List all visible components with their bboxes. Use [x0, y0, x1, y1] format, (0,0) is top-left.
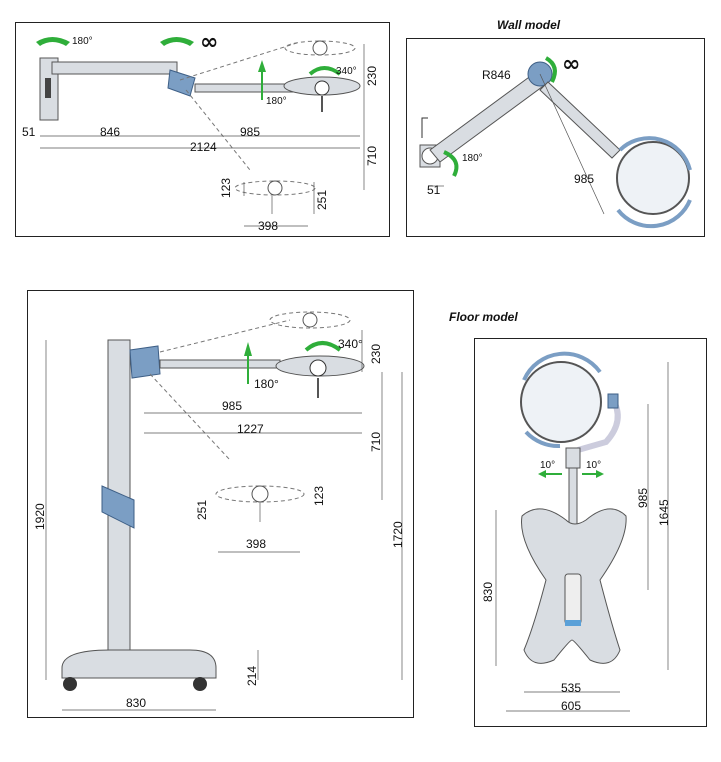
- rotation-arrow-340: [308, 66, 342, 76]
- dim-1227: 1227: [237, 422, 264, 436]
- dim-985-floor: 985: [222, 399, 242, 413]
- rotation-arrow-180-top: [443, 150, 459, 177]
- swivel-arrow-right: [582, 470, 604, 478]
- dim-51-wall-side: 51: [22, 125, 36, 139]
- dim-535: 535: [561, 681, 581, 695]
- label-340-rotation: 340°: [336, 66, 357, 77]
- floor-rotation-arrow-340: [304, 341, 342, 352]
- floor-spring-arm: [159, 359, 281, 369]
- dim-605: 605: [561, 699, 581, 713]
- label-10-right: 10°: [586, 460, 601, 471]
- floor-top-handle: [564, 573, 582, 625]
- lamp-handle: [314, 80, 330, 96]
- dim-123-wall-side: 123: [219, 178, 233, 198]
- dim-1720: 1720: [391, 521, 405, 548]
- wall-side-drawing: 180° ∞ 180° 340° 51 846 985 2124 230 710…: [22, 30, 379, 233]
- spring-arm-top: [539, 81, 621, 159]
- wall-side-view-panel: [15, 22, 390, 237]
- floor-top-drawing: 10° 10° 985 1645 830 535 605: [481, 351, 671, 713]
- dim-1920: 1920: [33, 503, 47, 530]
- dim-214: 214: [245, 666, 259, 686]
- dim-251-floor: 251: [195, 500, 209, 520]
- dim-985-floor-top: 985: [636, 488, 650, 508]
- dim-398-wall-side: 398: [258, 219, 278, 233]
- floor-base: [61, 649, 217, 679]
- floor-model-heading: Floor model: [449, 310, 518, 324]
- label-180-floor: 180°: [254, 377, 279, 391]
- tilt-arrow-180: [258, 60, 266, 100]
- dim-985-top: 985: [574, 172, 594, 186]
- dim-51-top: 51: [427, 183, 441, 197]
- lamp-lower-position: [234, 180, 316, 196]
- wall-arm: [51, 61, 178, 75]
- label-180-wall-pivot: 180°: [72, 36, 93, 47]
- spring-arm: [194, 83, 296, 93]
- dim-123-floor: 123: [312, 486, 326, 506]
- dim-985-wall-side: 985: [240, 125, 260, 139]
- label-340-floor: 340°: [338, 337, 363, 351]
- dim-710-wall-side: 710: [365, 146, 379, 166]
- floor-side-drawing: 180° 340° 1920 985 1227 230 710 1720 123…: [33, 311, 405, 711]
- label-180-top: 180°: [462, 153, 483, 164]
- caster-right: [193, 677, 207, 691]
- dim-230-wall-side: 230: [365, 66, 379, 86]
- swivel-arrow-left: [538, 470, 562, 478]
- label-infinite-top: ∞: [562, 52, 580, 77]
- dim-251-wall-side: 251: [315, 190, 329, 210]
- floor-top-lamp-head: [520, 361, 602, 443]
- caster-left: [63, 677, 77, 691]
- wall-arm-top: [429, 71, 547, 163]
- label-r846: R846: [482, 68, 511, 82]
- dim-830-floor-side: 830: [126, 696, 146, 710]
- dim-830-floor-top: 830: [481, 582, 495, 602]
- dim-1645: 1645: [657, 499, 671, 526]
- floor-arm-joint: [129, 345, 161, 379]
- label-10-left: 10°: [540, 460, 555, 471]
- dim-846-wall-side: 846: [100, 125, 120, 139]
- rotation-arrow-180-wall: [36, 37, 70, 46]
- wall-bracket-plate: [45, 78, 51, 98]
- floor-tilt-arrow: [244, 342, 252, 384]
- dim-398-floor: 398: [246, 537, 266, 551]
- column-grip: [101, 485, 135, 529]
- arm-joint: [167, 69, 196, 97]
- label-180-tilt: 180°: [266, 96, 287, 107]
- lamp-head-top: [616, 141, 690, 215]
- label-infinite-rotation: ∞: [200, 30, 218, 55]
- wall-model-heading: Wall model: [497, 18, 561, 32]
- rotation-arrow-infinite: [160, 37, 194, 46]
- wall-top-drawing: R846 ∞ 180° 51 985: [419, 52, 692, 229]
- rotation-arrow-infinite-top: [544, 56, 557, 83]
- dim-230-floor: 230: [369, 344, 383, 364]
- dim-710-floor: 710: [369, 432, 383, 452]
- dim-2124: 2124: [190, 140, 217, 154]
